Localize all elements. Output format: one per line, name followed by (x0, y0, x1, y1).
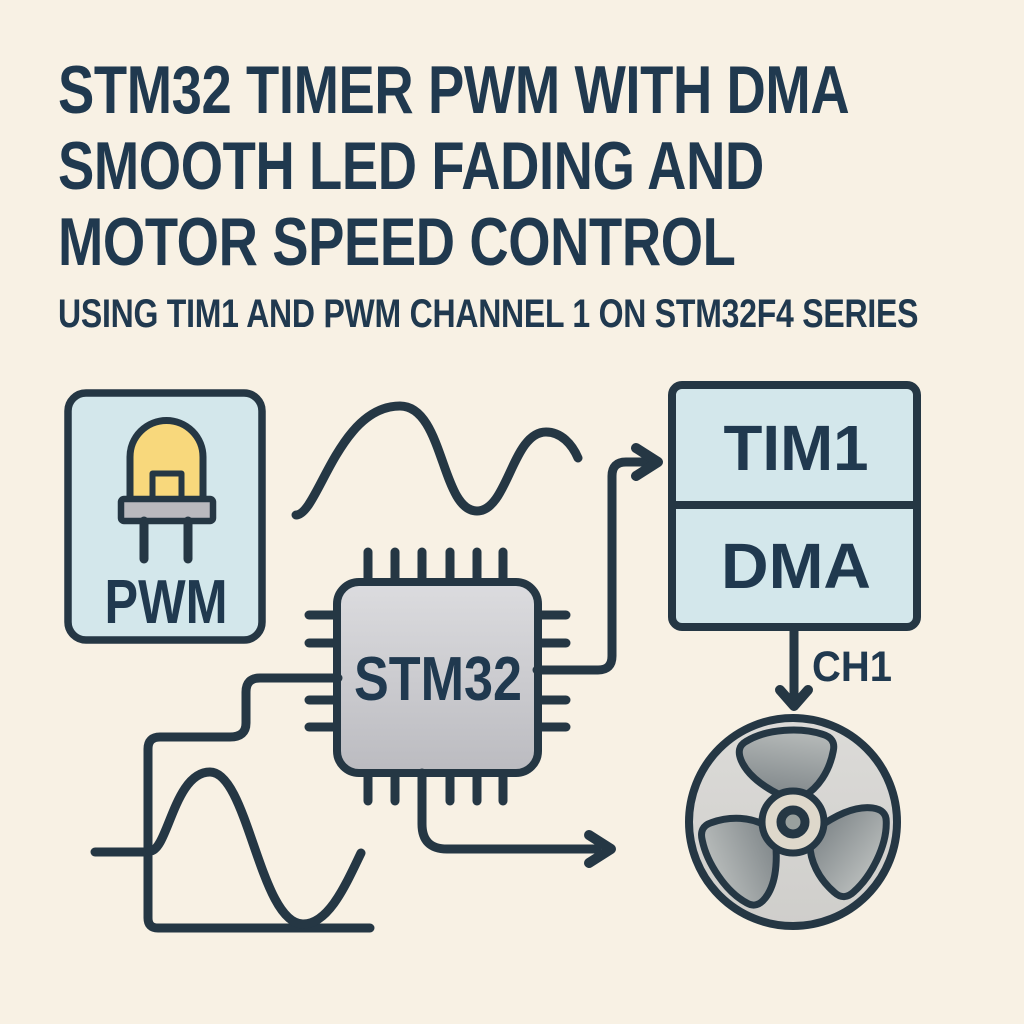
wire-chip-bottom-output (417, 768, 616, 868)
plot-axes-and-wire-to-chip (143, 673, 375, 933)
fan-hub-center (776, 805, 810, 839)
motor-fan-icon (685, 714, 901, 930)
arrow-into-tim1 (631, 443, 663, 481)
ch1-label: CH1 (812, 643, 892, 691)
arrow-to-motor (775, 685, 813, 711)
tim1-label: TIM1 (724, 412, 869, 484)
led-base (117, 495, 217, 525)
sine-wave-top (291, 401, 583, 520)
ch1-output-arrow: CH1 (775, 623, 892, 711)
led-icon (117, 417, 217, 564)
wire-chip-to-tim1 (532, 443, 663, 675)
pwm-box-label: PWM (105, 568, 228, 637)
led-dome (126, 417, 207, 506)
fan-blades (698, 726, 890, 909)
title-line-2: SMOOTH LED FADING AND (58, 128, 764, 204)
arrow-bottom-output (584, 830, 616, 868)
dma-label: DMA (721, 530, 871, 602)
chip-label: STM32 (354, 645, 522, 714)
title-line-1: STM32 TIMER PWM WITH DMA (58, 52, 850, 128)
title-block: STM32 TIMER PWM WITH DMA SMOOTH LED FADI… (58, 52, 1024, 336)
subtitle: USING TIM1 AND PWM CHANNEL 1 ON STM32F4 … (58, 292, 919, 336)
tim1-dma-box: TIM1 DMA (668, 381, 921, 631)
stm32-chip-icon: STM32 (304, 547, 571, 806)
sine-wave-bottom (145, 767, 366, 929)
title-line-3: MOTOR SPEED CONTROL (58, 204, 736, 280)
pwm-wave-plot (90, 673, 375, 933)
pwm-box: PWM (64, 389, 266, 644)
